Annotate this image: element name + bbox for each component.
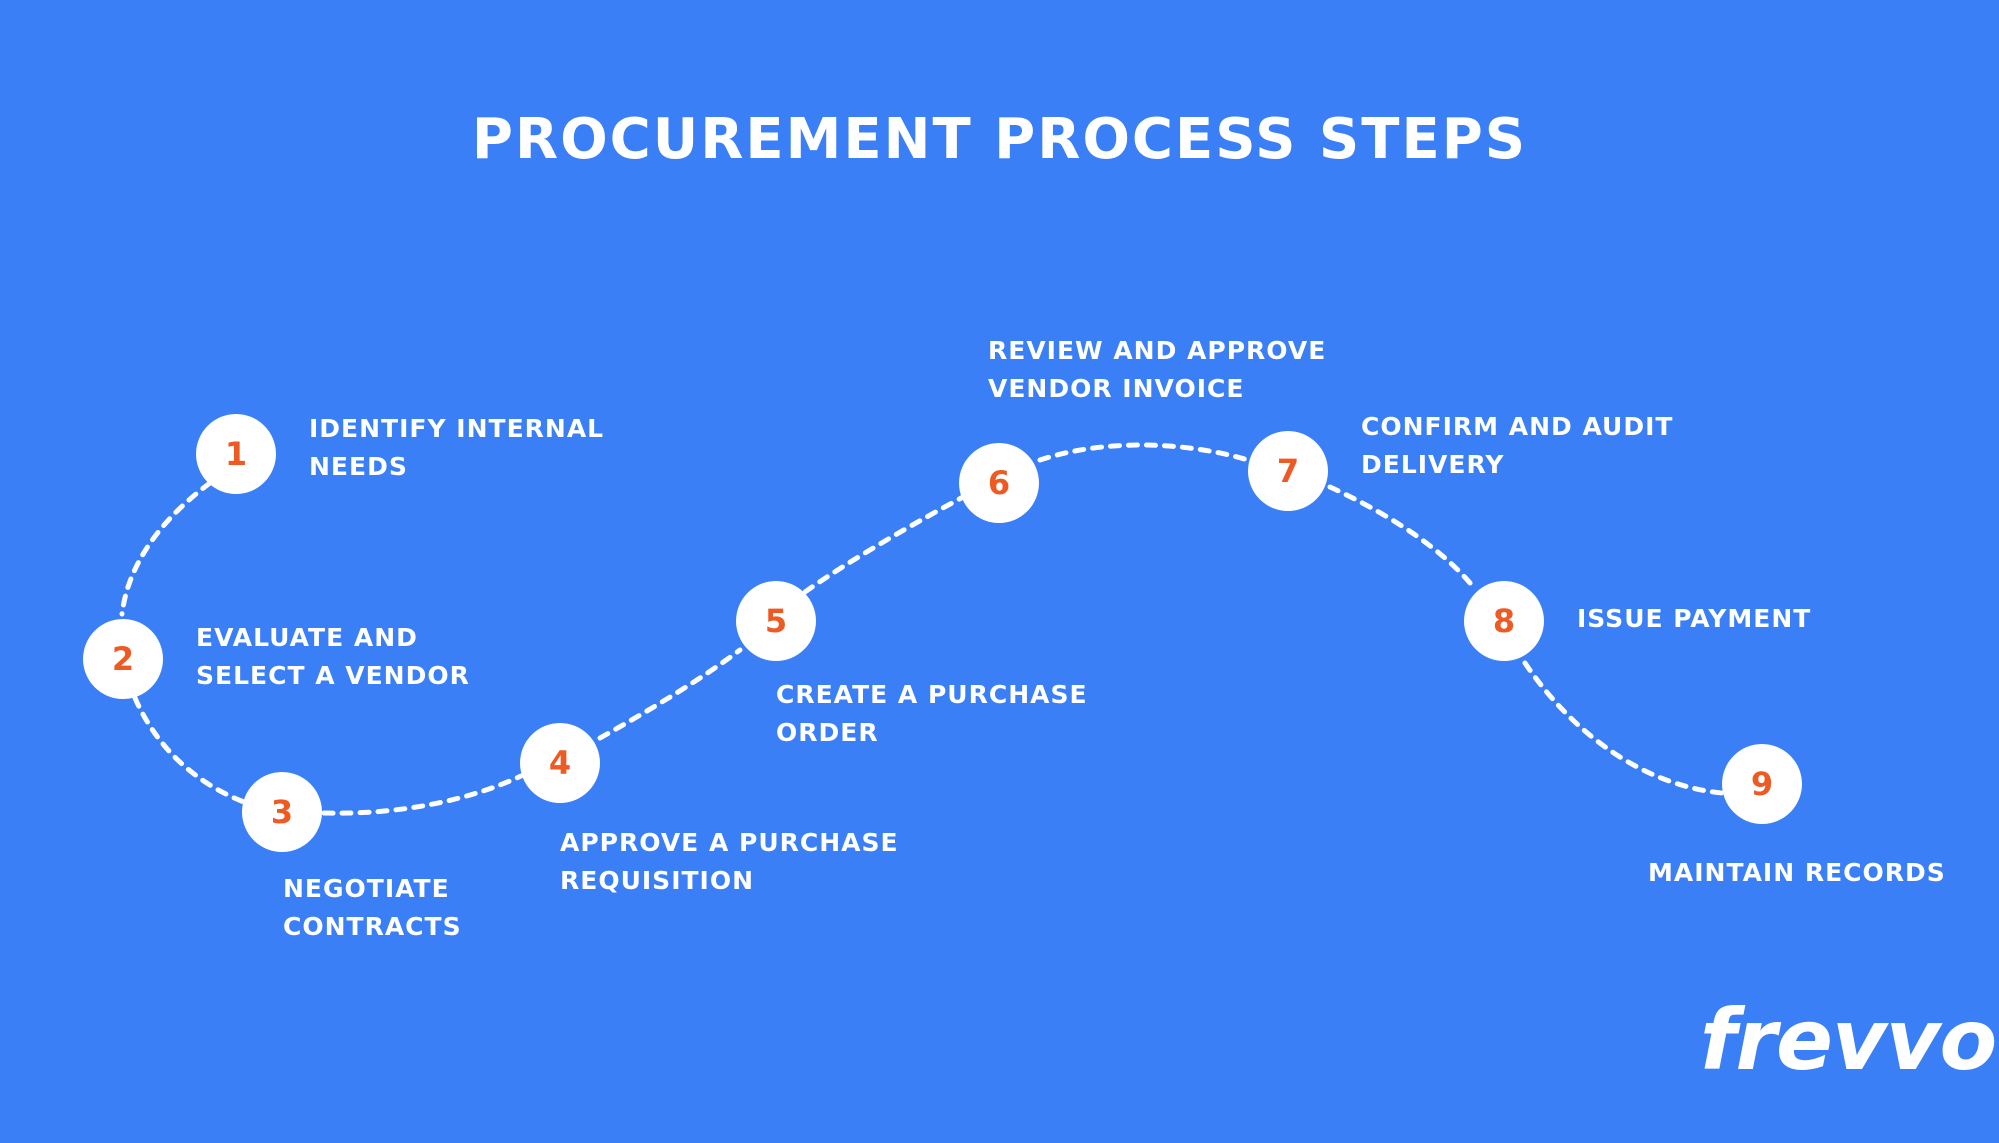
step-7-label-line1: CONFIRM AND AUDIT xyxy=(1361,412,1674,441)
step-6-label-line1: REVIEW AND APPROVE xyxy=(988,336,1327,365)
step-3-label-line2: CONTRACTS xyxy=(283,912,462,941)
diagram-title: PROCUREMENT PROCESS STEPS xyxy=(471,107,1528,172)
step-3-circle: 3 xyxy=(242,772,322,852)
step-4-label-line2: REQUISITION xyxy=(560,866,755,895)
step-3-number: 3 xyxy=(270,793,294,831)
step-6-label: REVIEW AND APPROVE VENDOR INVOICE xyxy=(988,332,1326,408)
step-8-label: ISSUE PAYMENT xyxy=(1577,600,1811,638)
step-1-number: 1 xyxy=(224,435,248,473)
step-4-number: 4 xyxy=(548,744,572,782)
step-1-label-line2: NEEDS xyxy=(309,452,408,481)
step-8-number: 8 xyxy=(1492,602,1516,640)
step-1-label-line1: IDENTIFY INTERNAL xyxy=(309,414,605,443)
step-9-label-line1: MAINTAIN RECORDS xyxy=(1648,858,1946,887)
step-1-circle: 1 xyxy=(196,414,276,494)
step-6-number: 6 xyxy=(987,464,1011,502)
step-4-label-line1: APPROVE A PURCHASE xyxy=(560,828,899,857)
step-8-circle: 8 xyxy=(1464,581,1544,661)
step-5-number: 5 xyxy=(764,602,788,640)
step-2-label-line1: EVALUATE AND xyxy=(196,623,418,652)
step-3-label-line1: NEGOTIATE xyxy=(283,874,450,903)
step-7-label-line2: DELIVERY xyxy=(1361,450,1505,479)
step-7-number: 7 xyxy=(1276,452,1300,490)
step-5-label-line2: ORDER xyxy=(776,718,879,747)
step-3-label: NEGOTIATE CONTRACTS xyxy=(283,870,462,946)
step-9-circle: 9 xyxy=(1722,744,1802,824)
step-9-number: 9 xyxy=(1750,765,1774,803)
step-5-circle: 5 xyxy=(736,581,816,661)
step-5-label-line1: CREATE A PURCHASE xyxy=(776,680,1088,709)
step-2-number: 2 xyxy=(111,640,135,678)
step-6-label-line2: VENDOR INVOICE xyxy=(988,374,1245,403)
step-1-label: IDENTIFY INTERNAL NEEDS xyxy=(309,410,604,486)
step-5-label: CREATE A PURCHASE ORDER xyxy=(776,676,1088,752)
step-2-label: EVALUATE AND SELECT A VENDOR xyxy=(196,619,470,695)
step-7-circle: 7 xyxy=(1248,431,1328,511)
frevvo-logo: frevvo xyxy=(1700,991,1997,1089)
step-8-label-line1: ISSUE PAYMENT xyxy=(1577,604,1812,633)
step-9-label: MAINTAIN RECORDS xyxy=(1648,854,1946,892)
step-2-label-line2: SELECT A VENDOR xyxy=(196,661,470,690)
step-7-label: CONFIRM AND AUDIT DELIVERY xyxy=(1361,408,1673,484)
step-4-circle: 4 xyxy=(520,723,600,803)
step-2-circle: 2 xyxy=(83,619,163,699)
step-6-circle: 6 xyxy=(959,443,1039,523)
step-4-label: APPROVE A PURCHASE REQUISITION xyxy=(560,824,899,900)
